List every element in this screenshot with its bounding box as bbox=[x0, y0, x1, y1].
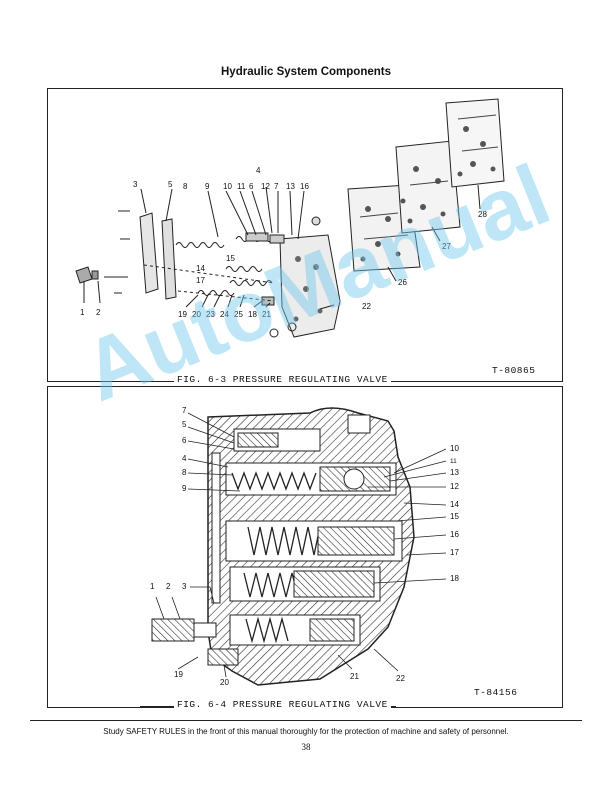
callout-25: 25 bbox=[234, 310, 243, 319]
callout-26: 26 bbox=[398, 278, 407, 287]
callout-8: 8 bbox=[182, 468, 187, 477]
callout-9: 9 bbox=[182, 484, 187, 493]
callout-19: 19 bbox=[178, 310, 187, 319]
callout-17: 17 bbox=[450, 548, 459, 557]
callout-1: 1 bbox=[150, 582, 155, 591]
page-number: 38 bbox=[301, 742, 311, 752]
callout-19: 19 bbox=[174, 670, 183, 679]
callout-3: 3 bbox=[133, 180, 138, 189]
callout-16: 16 bbox=[300, 182, 309, 191]
callout-11: 11 bbox=[450, 458, 457, 465]
callout-13: 13 bbox=[286, 182, 295, 191]
figure-id: T-80865 bbox=[492, 365, 536, 376]
callout-7: 7 bbox=[274, 182, 279, 191]
callout-14: 14 bbox=[196, 264, 205, 273]
callout-22: 22 bbox=[396, 674, 405, 683]
exploded-view-drawing bbox=[75, 98, 505, 338]
callout-15: 15 bbox=[450, 512, 459, 521]
figure-sectional-view: 7 5 6 4 8 9 10 11 13 12 14 15 16 17 18 1… bbox=[47, 386, 563, 708]
callout-9: 9 bbox=[205, 182, 210, 191]
callout-20: 20 bbox=[192, 310, 201, 319]
callout-4: 4 bbox=[182, 454, 187, 463]
callout-7: 7 bbox=[182, 406, 187, 415]
callout-1: 1 bbox=[80, 308, 85, 317]
figure-exploded-view: 3 5 9 10 11 6 4 12 7 13 16 8 15 14 17 1 … bbox=[47, 88, 563, 382]
callout-10: 10 bbox=[450, 444, 459, 453]
callout-15: 15 bbox=[226, 254, 235, 263]
callout-14: 14 bbox=[450, 500, 459, 509]
callout-24: 24 bbox=[220, 310, 229, 319]
callout-21: 21 bbox=[350, 672, 359, 681]
callout-28: 28 bbox=[478, 210, 487, 219]
callout-27: 27 bbox=[442, 242, 451, 251]
callout-5: 5 bbox=[168, 180, 173, 189]
callout-22: 22 bbox=[362, 302, 371, 311]
callout-20: 20 bbox=[220, 678, 229, 687]
page-title: Hydraulic System Components bbox=[221, 66, 391, 78]
callout-2: 2 bbox=[96, 308, 101, 317]
callout-21: 21 bbox=[262, 310, 271, 319]
callout-11: 11 bbox=[237, 182, 246, 191]
callout-2: 2 bbox=[166, 582, 171, 591]
callout-3: 3 bbox=[182, 582, 187, 591]
callout-18: 18 bbox=[248, 310, 257, 319]
callout-23: 23 bbox=[206, 310, 215, 319]
callout-16: 16 bbox=[450, 530, 459, 539]
figure-caption: FIG. 6-3 PRESSURE REGULATING VALVE bbox=[174, 374, 391, 385]
callout-6: 6 bbox=[249, 182, 254, 191]
sectional-view-drawing bbox=[151, 407, 447, 686]
callout-6: 6 bbox=[182, 436, 187, 445]
callout-13: 13 bbox=[450, 468, 459, 477]
callout-8: 8 bbox=[183, 182, 188, 191]
callout-18: 18 bbox=[450, 574, 459, 583]
callout-17: 17 bbox=[196, 276, 205, 285]
callout-12: 12 bbox=[261, 182, 270, 191]
callout-5: 5 bbox=[182, 420, 187, 429]
callout-12: 12 bbox=[450, 482, 459, 491]
footer-rule bbox=[30, 720, 582, 721]
callout-10: 10 bbox=[223, 182, 232, 191]
footer-safety-note: Study SAFETY RULES in the front of this … bbox=[103, 727, 509, 736]
callout-4: 4 bbox=[256, 166, 261, 175]
figure-caption: FIG. 6-4 PRESSURE REGULATING VALVE bbox=[174, 699, 391, 710]
figure-id: T-84156 bbox=[474, 687, 518, 698]
